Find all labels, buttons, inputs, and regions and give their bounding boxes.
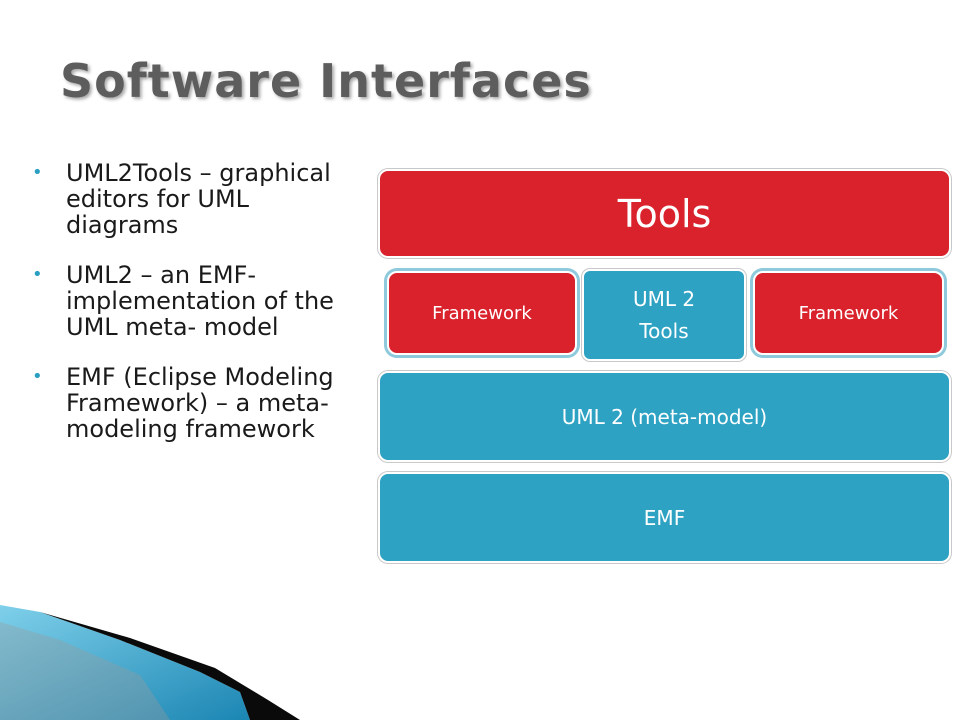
tools-label: Tools (617, 191, 712, 236)
bullet-item: • UML2 – an EMF- implementation of the U… (32, 262, 362, 340)
framework-right-label: Framework (798, 302, 899, 324)
meta-model-block: UML 2 (meta-model) (378, 371, 951, 462)
bullet-dot-icon: • (32, 366, 43, 387)
corner-swoosh-gray (0, 622, 170, 720)
corner-swoosh-blue (0, 605, 250, 720)
framework-right-block: Framework (753, 271, 944, 355)
uml2-tools-line1: UML 2 (632, 287, 696, 311)
uml2-tools-block: UML 2 Tools (582, 269, 746, 361)
emf-label: EMF (643, 505, 686, 530)
corner-swoosh-shadow (40, 612, 300, 720)
bullet-item: • EMF (Eclipse Modeling Framework) – a m… (32, 364, 362, 442)
bullet-text: UML2 – an EMF- implementation of the UML… (66, 261, 334, 341)
meta-model-label: UML 2 (meta-model) (561, 404, 768, 429)
emf-block: EMF (378, 472, 951, 563)
bullet-text: UML2Tools – graphical editors for UML di… (66, 159, 331, 239)
uml2-tools-line2: Tools (639, 319, 689, 343)
bullet-text: EMF (Eclipse Modeling Framework) – a met… (66, 363, 334, 443)
bullet-dot-icon: • (32, 162, 43, 183)
framework-left-label: Framework (432, 302, 532, 324)
bullet-item: • UML2Tools – graphical editors for UML … (32, 160, 362, 238)
bullet-list: • UML2Tools – graphical editors for UML … (32, 160, 362, 466)
framework-left-block: Framework (387, 271, 577, 355)
bullet-dot-icon: • (32, 264, 43, 285)
slide-title: Software Interfaces (60, 54, 592, 108)
tools-block: Tools (378, 169, 951, 258)
